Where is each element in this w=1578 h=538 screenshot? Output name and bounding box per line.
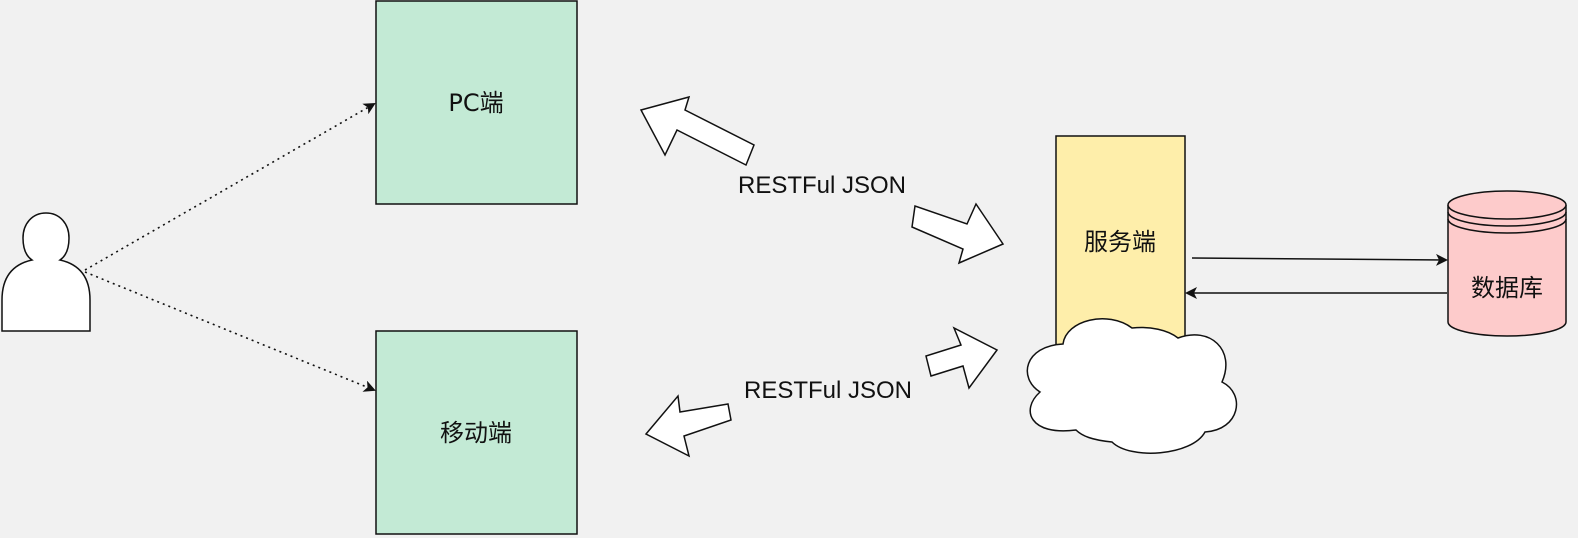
user-to-mobile-connector bbox=[84, 271, 376, 392]
user-to-pc-connector bbox=[84, 103, 376, 271]
mobile-client-label: 移动端 bbox=[440, 419, 512, 447]
server-to-mobile-block-arrow bbox=[644, 394, 732, 458]
mobile-client-node: 移动端 bbox=[375, 330, 578, 535]
user-icon bbox=[1, 212, 91, 332]
pc-to-server-block-arrow bbox=[911, 202, 1005, 265]
server-node: 服务端 bbox=[1055, 135, 1186, 357]
server-label: 服务端 bbox=[1084, 228, 1156, 256]
server-to-database-arrow bbox=[1191, 253, 1448, 266]
pc-client-label: PC端 bbox=[448, 89, 503, 117]
mobile-to-server-block-arrow bbox=[925, 326, 999, 390]
mobile-link-label: RESTFul JSON bbox=[744, 377, 912, 404]
pc-client-node: PC端 bbox=[375, 0, 578, 205]
cloud-icon bbox=[1026, 318, 1238, 454]
pc-link-label: RESTFul JSON bbox=[738, 172, 906, 199]
server-to-pc-block-arrow bbox=[639, 95, 755, 167]
database-label: 数据库 bbox=[1471, 274, 1543, 302]
database-cylinder-icon: 数据库 bbox=[1447, 190, 1567, 337]
